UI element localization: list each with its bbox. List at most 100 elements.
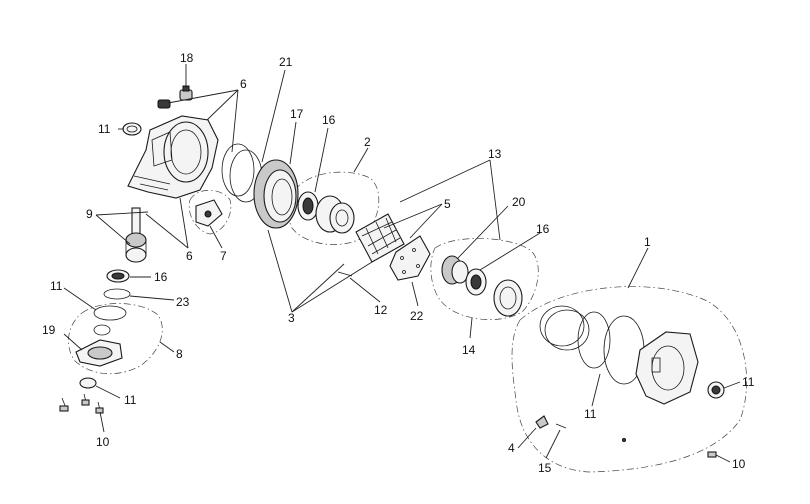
- leader-8: [159, 341, 175, 353]
- leader-17: [289, 121, 297, 165]
- leader-15: [545, 429, 561, 459]
- callout-6-bottom: 6: [186, 249, 193, 263]
- spring-clip-1: [539, 305, 590, 351]
- seal-11-lower-left: [79, 377, 97, 389]
- callout-16-mid: 16: [322, 113, 336, 127]
- ring-23: [103, 288, 131, 300]
- leader-7: [209, 225, 223, 249]
- leader-16a: [314, 127, 329, 193]
- cup-14: [493, 279, 523, 317]
- callout-21: 21: [279, 55, 293, 69]
- leader-6d: [145, 213, 189, 249]
- leader-3b: [291, 263, 345, 313]
- leader-10a: [99, 411, 105, 433]
- callout-9: 9: [86, 207, 93, 221]
- callout-20: 20: [512, 195, 526, 209]
- bolts-10-left: [59, 393, 104, 414]
- callout-14: 14: [462, 343, 476, 357]
- leader-5a: [383, 203, 443, 229]
- leader-13a: [399, 159, 491, 203]
- callout-7: 7: [220, 249, 227, 263]
- callout-11-upper-left: 11: [98, 122, 111, 136]
- callout-15: 15: [538, 461, 552, 475]
- callout-2: 2: [364, 135, 371, 149]
- leader-3c: [291, 261, 373, 313]
- leader-19: [63, 333, 83, 351]
- bearing-16-right: [465, 268, 487, 296]
- plate-22: [389, 235, 431, 281]
- pin-12: [337, 271, 353, 277]
- callout-16-right: 16: [536, 222, 550, 236]
- group-outline-14: [430, 238, 539, 320]
- cover-19: [75, 339, 123, 367]
- leader-3a: [267, 229, 293, 313]
- callout-11-right: 11: [742, 375, 755, 389]
- end-cover-1: [635, 331, 699, 405]
- callout-18: 18: [180, 51, 194, 65]
- bolt-10-right: [707, 451, 723, 459]
- leader-2: [353, 147, 369, 173]
- callout-10-left: 10: [96, 435, 110, 449]
- leader-6a: [167, 89, 239, 104]
- leader-9b: [95, 211, 149, 216]
- callout-5: 5: [444, 197, 451, 211]
- leader-5b: [409, 203, 443, 239]
- callout-22: 22: [410, 309, 424, 323]
- group-outline-7: [188, 189, 232, 235]
- hub-2: [315, 195, 355, 234]
- oring-11-inner: [93, 324, 111, 336]
- callout-8: 8: [176, 347, 183, 361]
- callout-23: 23: [176, 295, 190, 309]
- leader-11c: [95, 385, 121, 399]
- callout-3: 3: [288, 311, 295, 325]
- leader-10b: [721, 457, 731, 463]
- leader-14: [469, 317, 473, 339]
- group-outline-8: [68, 303, 163, 375]
- leader-6c: [231, 89, 239, 153]
- callout-11-left: 11: [50, 279, 63, 293]
- oring-11-right-a: [577, 311, 611, 369]
- bearing-16-mid: [297, 191, 319, 221]
- callout-10-right: 10: [732, 457, 746, 471]
- leader-11e: [723, 381, 741, 389]
- leader-1: [627, 247, 649, 289]
- callout-12: 12: [374, 303, 388, 317]
- group-outline-1: [511, 286, 747, 473]
- callout-11-lower-left: 11: [124, 393, 137, 407]
- housing-6: [127, 99, 219, 199]
- dot-1: [622, 438, 626, 442]
- leader-20: [457, 205, 509, 259]
- leader-6b: [206, 89, 239, 121]
- bearing-16-left: [106, 269, 130, 283]
- leader-4: [517, 427, 537, 449]
- callout-13: 13: [488, 147, 502, 161]
- callout-11-right-inner: 11: [584, 407, 597, 421]
- leader-13b: [489, 159, 501, 241]
- clip-4: [535, 415, 549, 429]
- callout-4: 4: [508, 441, 515, 455]
- callout-6-top: 6: [240, 77, 247, 91]
- leader-16b: [479, 232, 541, 271]
- leader-23: [129, 295, 175, 301]
- seal-11-upper-left: [122, 122, 142, 136]
- leader-21: [261, 69, 286, 163]
- leader-9a: [95, 214, 131, 245]
- callout-1: 1: [644, 235, 651, 249]
- ring-gear-17: [253, 159, 299, 229]
- seal-11-right: [707, 381, 725, 399]
- gear-20: [441, 255, 469, 285]
- callout-17: 17: [290, 107, 304, 121]
- pin-15: [555, 423, 567, 429]
- leader-22: [411, 281, 419, 307]
- leader-12: [349, 277, 381, 303]
- plug-18: [179, 85, 193, 101]
- roller-cage-5: [355, 213, 405, 263]
- pinion-shaft-9: [125, 207, 147, 263]
- callout-19: 19: [42, 323, 56, 337]
- bracket-7: [195, 199, 223, 227]
- callout-16-left: 16: [154, 270, 168, 284]
- leader-6e: [179, 197, 189, 249]
- leader-11b: [63, 287, 97, 311]
- oring-11-left: [93, 305, 127, 321]
